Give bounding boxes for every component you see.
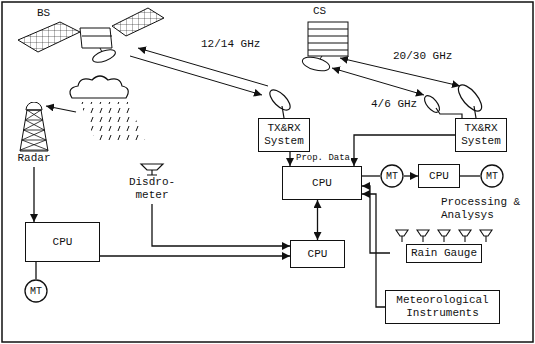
solar-panel [18, 22, 80, 52]
satellite-dish [91, 47, 117, 65]
node-label: Meteorological Instruments [389, 294, 496, 320]
node-label: CPU [312, 177, 332, 190]
disdrometer-symbol [138, 162, 166, 176]
solar-panel [112, 8, 164, 36]
figure-label: Processing & Analysys [440, 196, 530, 222]
connector [354, 135, 455, 166]
node-label: CPU [308, 248, 328, 261]
tape-label: MT [486, 170, 498, 183]
antenna-dish [422, 93, 443, 115]
connector [289, 152, 290, 166]
transceiver-box: TX&RX System [258, 118, 310, 152]
rain-gauge-symbol [396, 230, 492, 242]
disdrometer-symbol [141, 164, 163, 175]
satellite-body [308, 22, 348, 56]
tape-circle: MT [380, 164, 404, 188]
circle-outline [481, 165, 503, 187]
antenna-dish [454, 81, 485, 115]
antenna-feed [436, 108, 462, 118]
figure-label: 12/14 GHz [200, 38, 261, 51]
figure-label: BS [36, 7, 51, 20]
figure-label: 4/6 GHz [370, 98, 418, 111]
satellite-dish [301, 55, 331, 74]
connector [404, 175, 418, 176]
node-label: Disdro- meter [127, 176, 177, 202]
antenna-mast [474, 106, 476, 118]
instrument-box: Meteorological Instruments [385, 290, 500, 324]
connector [35, 262, 36, 279]
dish-mount [100, 48, 102, 52]
tape-label: MT [30, 285, 42, 298]
cs-satellite [301, 22, 348, 73]
connector [362, 194, 385, 307]
connector [100, 255, 290, 256]
dish-mount [320, 56, 322, 59]
rain-cloud [70, 76, 128, 98]
c-band-beam [332, 68, 424, 95]
tower-lattice [20, 110, 48, 150]
radome [26, 102, 42, 110]
cpu-box: CPU [290, 240, 345, 268]
circle-outline [381, 165, 403, 187]
tape-circle: MT [24, 279, 48, 303]
node-label: Rain Gauge [406, 244, 482, 263]
uplink-beam [138, 48, 268, 86]
rain-gauge-symbols [392, 228, 496, 244]
cpu-box: CPU [418, 164, 460, 188]
bs-satellite [18, 8, 164, 65]
radar-echo [46, 106, 76, 112]
tape-label: MT [386, 170, 398, 183]
figure-label: Prop. Data [295, 153, 351, 164]
ground-antenna [267, 87, 294, 118]
ground-antennas [422, 81, 486, 118]
radar-tower [12, 102, 56, 152]
connector [317, 200, 318, 240]
connector [460, 175, 480, 176]
figure-label: 20/30 GHz [392, 50, 453, 63]
node-label: TX&RX System [459, 122, 503, 148]
node-label: CPU [429, 170, 449, 183]
disdrometer: Disdro- meter [124, 160, 180, 204]
connector [152, 204, 290, 246]
figure-label: CS [312, 5, 327, 18]
tower-frame [20, 110, 48, 151]
tape-circle: MT [480, 164, 504, 188]
antenna-dish [267, 87, 294, 114]
transceiver-box: TX&RX System [455, 118, 507, 152]
node-label: CPU [53, 236, 73, 249]
node-label: TX&RX System [262, 122, 306, 148]
antenna-mast [282, 106, 284, 118]
connector [362, 175, 380, 176]
body-stripes [308, 29, 348, 50]
circle-outline [25, 280, 47, 302]
connector [33, 167, 34, 222]
cpu-box: CPU [282, 166, 362, 200]
radar-station: Radar [8, 100, 60, 167]
node-label: Radar [17, 152, 50, 165]
body-stripe [82, 36, 112, 37]
rain-gauge: Rain Gauge [390, 228, 498, 263]
cpu-box: CPU [25, 222, 100, 262]
rainfall [80, 102, 146, 142]
downlink-beam [130, 56, 262, 95]
satellite-body [80, 28, 112, 48]
